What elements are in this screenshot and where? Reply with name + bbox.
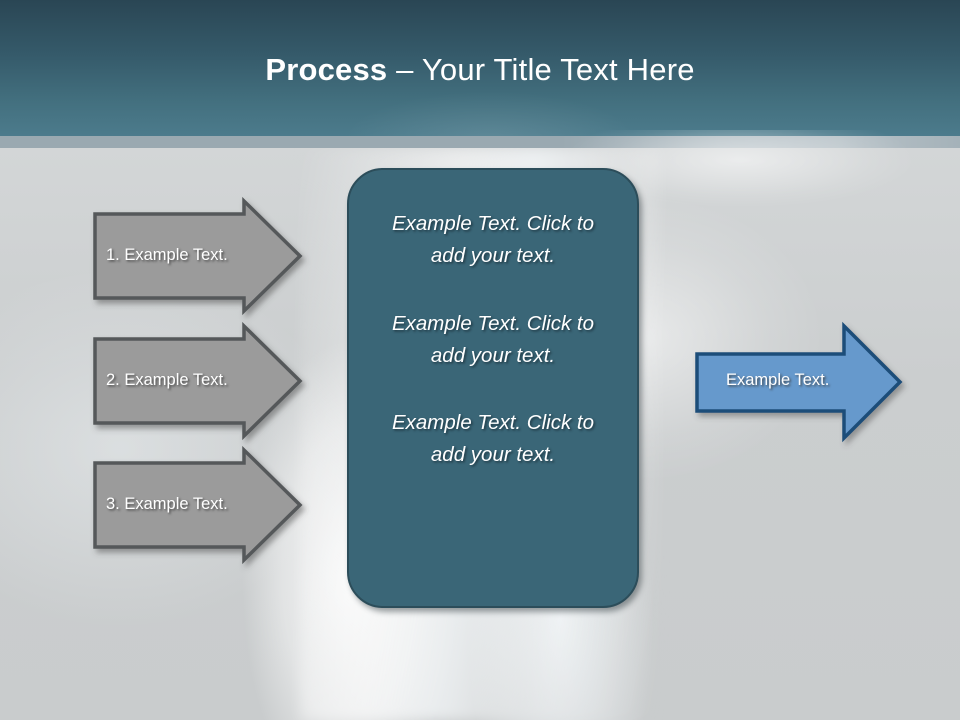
center-content-panel[interactable]: Example Text. Click to add your text. Ex… [347, 168, 639, 608]
process-step-arrow-1[interactable]: 1. Example Text. [92, 196, 304, 316]
process-result-arrow[interactable]: Example Text. [694, 321, 906, 443]
center-panel-paragraph-3: Example Text. Click to add your text. [391, 411, 595, 466]
header-band-photo-overlay [560, 136, 960, 148]
page-title-rest: – Your Title Text Here [387, 52, 695, 87]
slide-header [0, 0, 960, 136]
page-title: Process – Your Title Text Here [0, 52, 960, 88]
center-panel-paragraph-2: Example Text. Click to add your text. [391, 312, 595, 367]
right-arrow-icon [695, 321, 903, 443]
right-arrow-icon [93, 445, 303, 565]
center-panel-paragraph-1: Example Text. Click to add your text. [391, 212, 595, 267]
right-arrow-icon [93, 321, 303, 441]
process-step-arrow-2[interactable]: 2. Example Text. [92, 321, 304, 441]
page-title-strong: Process [265, 52, 388, 87]
process-step-arrow-3[interactable]: 3. Example Text. [92, 445, 304, 565]
right-arrow-icon [93, 196, 303, 316]
header-gloss [280, 70, 700, 136]
